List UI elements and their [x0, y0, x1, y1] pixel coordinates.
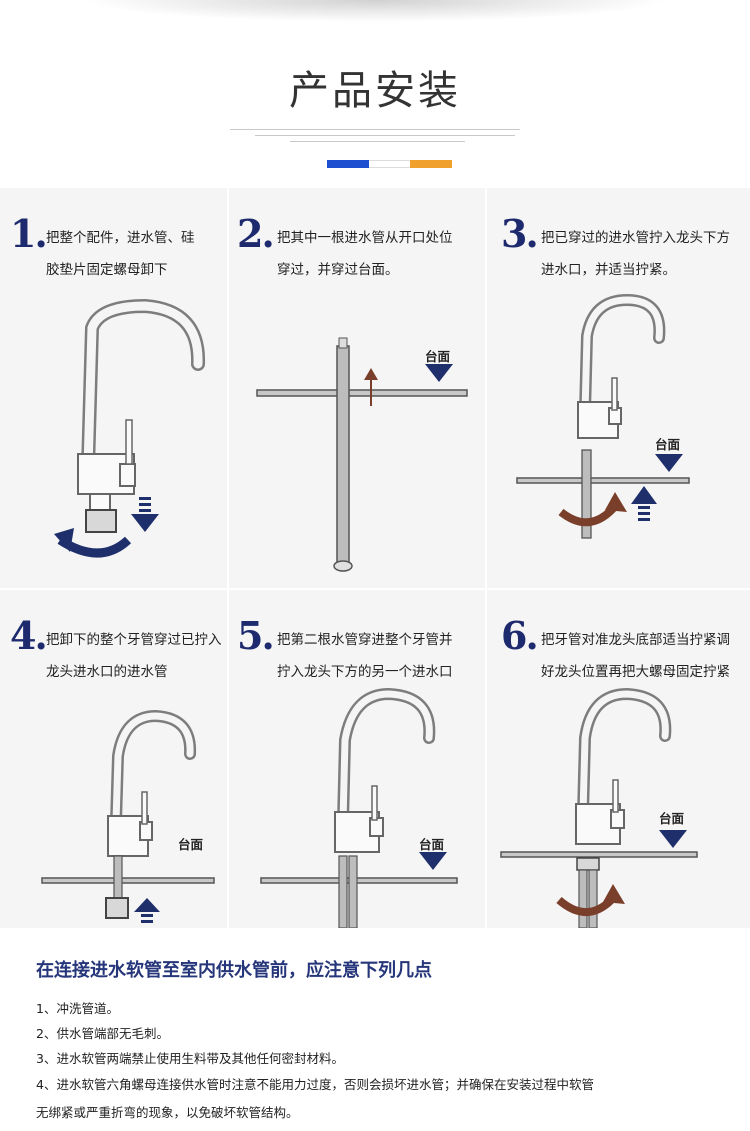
grid-divider-1: [227, 188, 229, 928]
step-2-number: 2.: [237, 211, 275, 256]
second-hose-illustration: [260, 687, 458, 928]
step-4-text-line-2: 龙头进水口的进水管: [46, 664, 168, 680]
step-5-number: 5.: [237, 613, 275, 658]
step-6-number: 6.: [501, 613, 539, 658]
faucet-disassembly-illustration: [54, 298, 206, 558]
step-2-panel: 2. 把其中一根进水管从开口处位 穿过，并穿过台面。 台面: [229, 188, 485, 588]
step-2-text-line-1: 把其中一根进水管从开口处位: [277, 230, 453, 246]
step-4-number: 4.: [10, 613, 48, 658]
step-6-text-line-2: 好龙头位置再把大螺母固定拧紧: [541, 664, 730, 680]
step-3-countertop-label: 台面: [655, 437, 681, 452]
step-3-panel: 3. 把已穿过的进水管拧入龙头下方 进水口，并适当拧紧。 台面: [487, 188, 750, 588]
step-1-panel: 1. 把整个配件，进水管、硅 胶垫片固定螺母卸下: [0, 188, 227, 588]
step-1-text-line-2: 胶垫片固定螺母卸下: [46, 262, 168, 278]
note-item-1: 1、冲洗管道。: [36, 1001, 119, 1016]
step-4-text-line-1: 把卸下的整个牙管穿过已拧入: [46, 632, 222, 648]
decorative-fine-text-line-2: [255, 134, 515, 137]
step-5-text-line-2: 拧入龙头下方的另一个进水口: [277, 664, 453, 680]
step-2-text-line-2: 穿过，并穿过台面。: [277, 262, 399, 278]
tighten-nut-illustration: [500, 687, 698, 928]
color-bar-blue: [327, 160, 369, 168]
step-1-number: 1.: [10, 211, 48, 256]
grid-divider-horizontal: [0, 588, 750, 590]
step-3-number: 3.: [501, 211, 539, 256]
shank-over-hose-illustration: [41, 709, 215, 923]
step-4-countertop-label: 台面: [178, 837, 204, 852]
step-6-text-line-1: 把牙管对准龙头底部适当拧紧调: [541, 632, 730, 648]
step-3-text-line-2: 进水口，并适当拧紧。: [541, 262, 676, 278]
decorative-fine-text-line-1: [230, 128, 520, 131]
grid-divider-2: [485, 188, 487, 928]
note-item-3: 3、进水软管两端禁止使用生料带及其他任何密封材料。: [36, 1051, 344, 1066]
hose-into-faucet-illustration: [516, 293, 690, 539]
note-item-4-continued: 无绑紧或严重折弯的现象，以免破坏软管结构。: [36, 1105, 299, 1120]
note-item-2: 2、供水管端部无毛刺。: [36, 1026, 169, 1041]
step-5-text-line-1: 把第二根水管穿进整个牙管并: [277, 632, 453, 648]
step-5-countertop-label: 台面: [419, 837, 445, 852]
top-shadow: [80, 0, 670, 22]
step-1-text-line-1: 把整个配件，进水管、硅: [46, 230, 195, 246]
step-2-countertop-label: 台面: [425, 349, 451, 364]
page-title: 产品安装: [289, 68, 461, 114]
color-bar: [327, 160, 452, 168]
color-bar-white: [369, 160, 410, 168]
hose-through-countertop-illustration: [256, 337, 468, 572]
header-section: 产品安装: [0, 0, 750, 188]
color-bar-orange: [410, 160, 452, 168]
note-item-4: 4、进水软管六角螺母连接供水管时注意不能用力过度，否则会损坏进水管；并确保在安装…: [36, 1077, 594, 1092]
decorative-fine-text-line-3: [290, 140, 465, 143]
step-6-countertop-label: 台面: [659, 811, 685, 826]
step-5-panel: 5. 把第二根水管穿进整个牙管并 拧入龙头下方的另一个进水口 台面: [229, 590, 485, 928]
notes-section: 在连接进水软管至室内供水管前，应注意下列几点 1、冲洗管道。 2、供水管端部无毛…: [0, 928, 750, 1131]
notes-title: 在连接进水软管至室内供水管前，应注意下列几点: [36, 960, 432, 981]
step-4-panel: 4. 把卸下的整个牙管穿过已拧入 龙头进水口的进水管 台面: [0, 590, 227, 928]
step-6-panel: 6. 把牙管对准龙头底部适当拧紧调 好龙头位置再把大螺母固定拧紧 台面: [487, 590, 750, 928]
step-3-text-line-1: 把已穿过的进水管拧入龙头下方: [541, 230, 730, 246]
